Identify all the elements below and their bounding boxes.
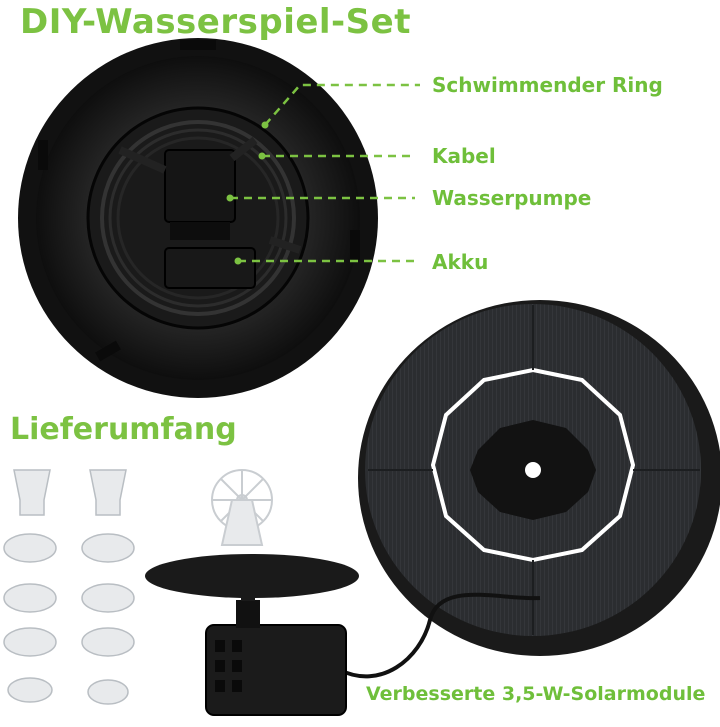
callout-lines	[230, 83, 420, 263]
callout-water-pump: Wasserpumpe	[432, 186, 592, 210]
callout-battery: Akku	[432, 250, 489, 274]
callout-floating-ring: Schwimmender Ring	[432, 73, 663, 97]
callout-cable: Kabel	[432, 144, 496, 168]
nozzle-set-image	[3, 469, 135, 705]
water-wheel-image	[211, 469, 273, 546]
solar-panel-image	[358, 300, 720, 656]
section-title: Lieferumfang	[10, 412, 237, 447]
callout-dots	[226, 121, 269, 265]
page-title: DIY-Wasserspiel-Set	[20, 2, 411, 42]
pump-image	[205, 585, 541, 716]
foam-disc-image	[145, 554, 359, 598]
floating-ring-image	[18, 38, 378, 398]
solar-caption: Verbesserte 3,5-W-Solarmodule	[366, 683, 706, 705]
